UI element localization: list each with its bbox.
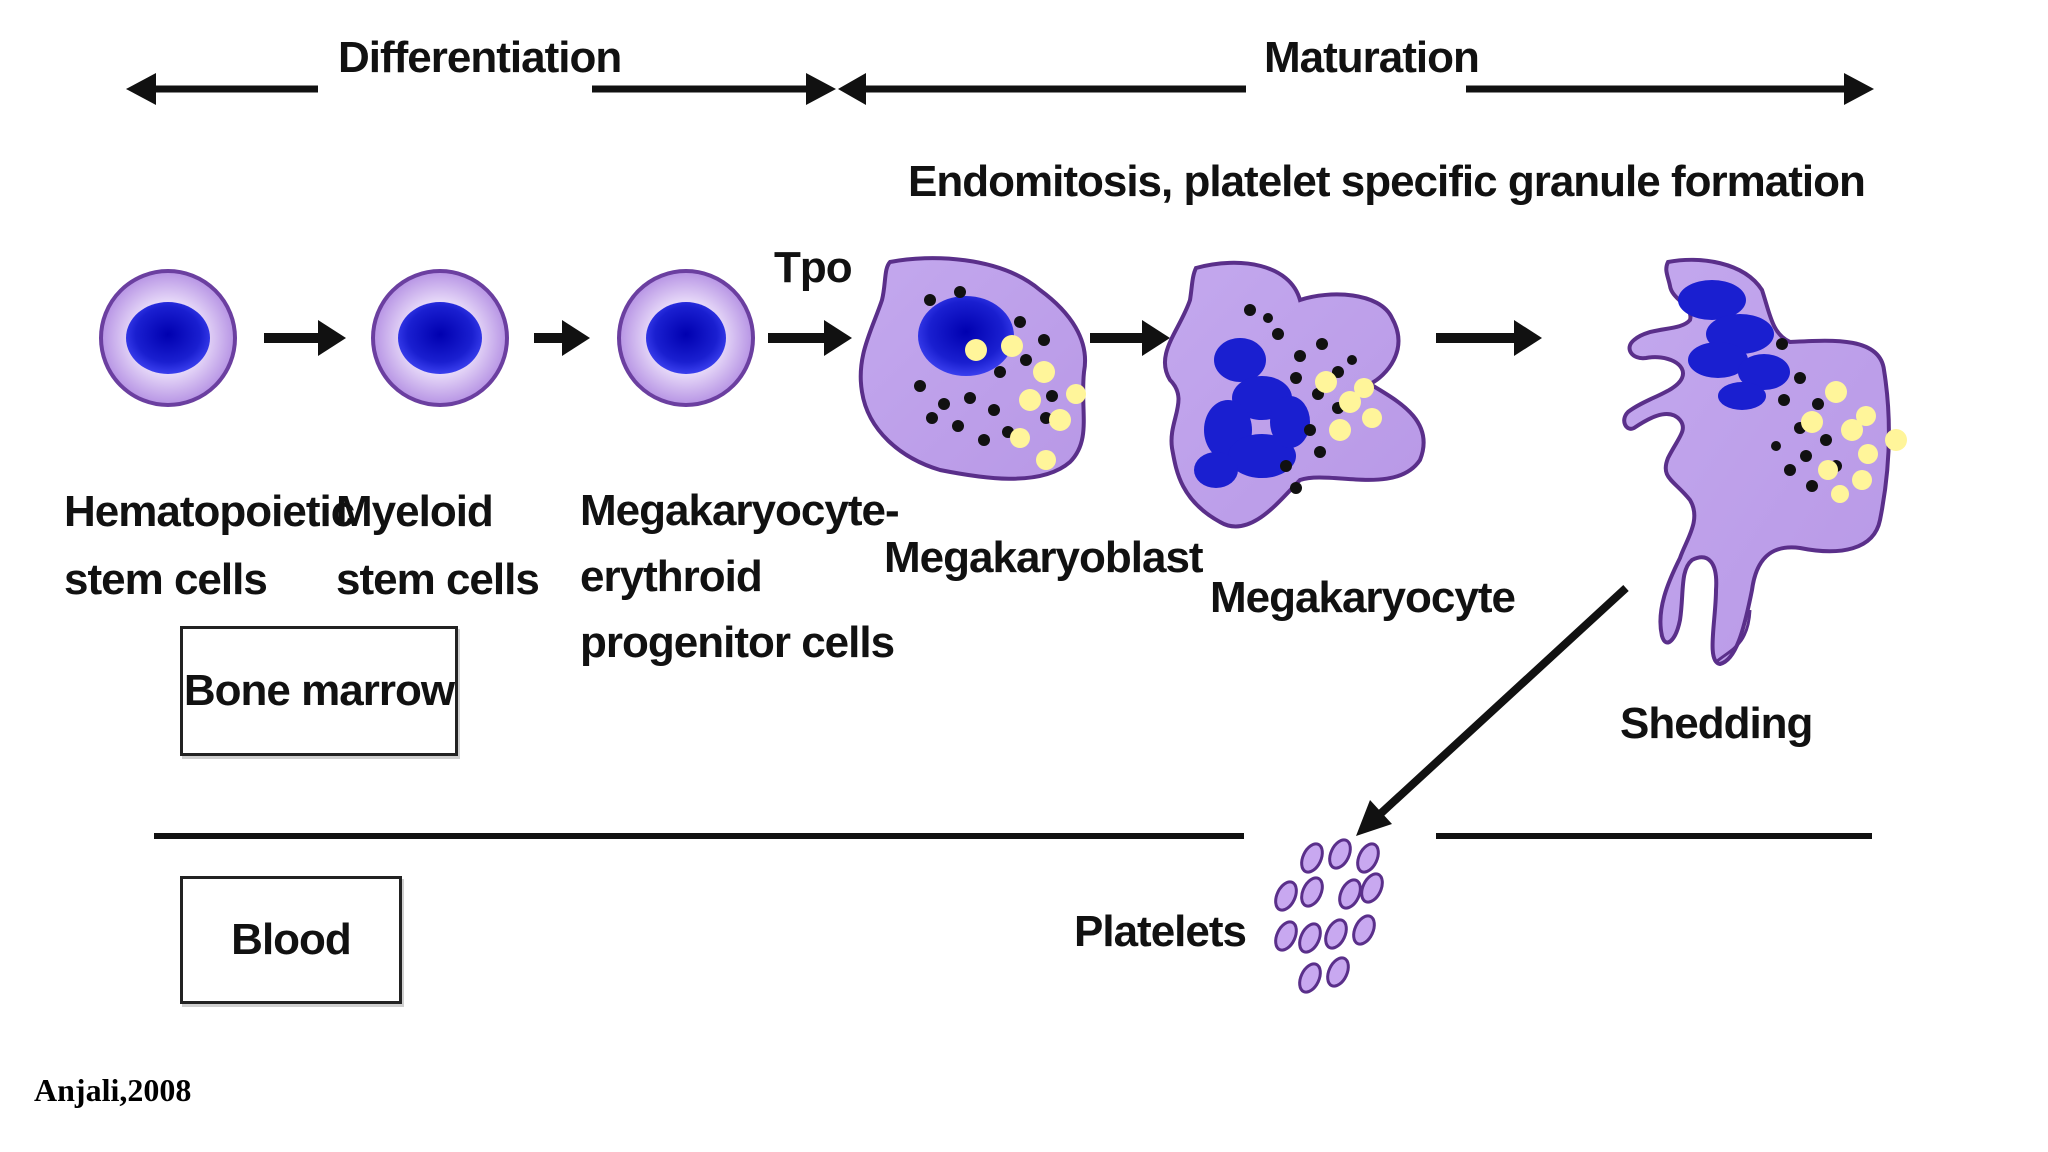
flow-arrows — [264, 320, 1629, 836]
blood-label: Blood — [231, 915, 352, 964]
bone-marrow-box: Bone marrow — [180, 626, 458, 756]
stage-line: Megakaryoblast — [884, 533, 1204, 582]
stage-line: erythroid — [580, 552, 763, 601]
stage-label-mep: Megakaryocyte- erythroid progenitor cell… — [580, 478, 900, 676]
megakaryocyte-erythroid-progenitor-cell — [617, 269, 755, 407]
shedding-megakaryocyte-cell — [1622, 257, 1907, 667]
platelets-cluster — [1274, 838, 1384, 994]
stage-line: progenitor cells — [580, 618, 895, 667]
megakaryoblast-cell — [858, 256, 1088, 481]
bone-marrow-label: Bone marrow — [183, 666, 455, 715]
tpo-label: Tpo — [774, 243, 853, 292]
blood-box: Blood — [180, 876, 402, 1004]
stage-label-myeloid: Myeloid stem cells — [336, 478, 540, 614]
arrow-megakaryocyte-to-shedding — [1436, 320, 1542, 356]
stage-line: Hematopoietic — [64, 487, 355, 536]
arrow-myeloid-to-mep — [534, 320, 590, 356]
stage-label-megakaryocyte: Megakaryocyte — [1210, 564, 1516, 632]
stage-label-megakaryoblast: Megakaryoblast — [884, 524, 1204, 592]
citation: Anjali,2008 — [34, 1072, 192, 1108]
platelets-label: Platelets — [1074, 907, 1247, 956]
stage-line: stem cells — [64, 555, 268, 604]
arrow-shedding-to-platelets — [1356, 585, 1629, 836]
maturation-left-arrowhead — [838, 73, 866, 105]
stage-label-hematopoietic: Hematopoietic stem cells — [64, 478, 355, 614]
differentiation-left-arrowhead — [126, 73, 156, 105]
stage-line: Megakaryocyte — [1210, 573, 1516, 622]
arrow-hsc-to-myeloid — [264, 320, 346, 356]
maturation-right-arrowhead — [1844, 73, 1874, 105]
myeloid-stem-cell — [371, 269, 509, 407]
megakaryocyte-cell — [1162, 260, 1426, 529]
arrow-mep-to-megakaryoblast — [768, 320, 852, 356]
differentiation-label: Differentiation — [338, 33, 622, 82]
hematopoietic-stem-cell — [99, 269, 237, 407]
endomitosis-label: Endomitosis, platelet specific granule f… — [908, 157, 1866, 206]
arrow-megakaryoblast-to-megakaryocyte — [1090, 320, 1170, 356]
stage-line: Megakaryocyte- — [580, 486, 900, 535]
differentiation-right-arrowhead — [806, 73, 836, 105]
maturation-label: Maturation — [1264, 33, 1480, 82]
span-arrowheads — [126, 73, 1874, 105]
stage-label-shedding: Shedding — [1620, 690, 1813, 758]
stage-line: stem cells — [336, 555, 540, 604]
stage-line: Shedding — [1620, 699, 1813, 748]
stage-line: Myeloid — [336, 487, 494, 536]
